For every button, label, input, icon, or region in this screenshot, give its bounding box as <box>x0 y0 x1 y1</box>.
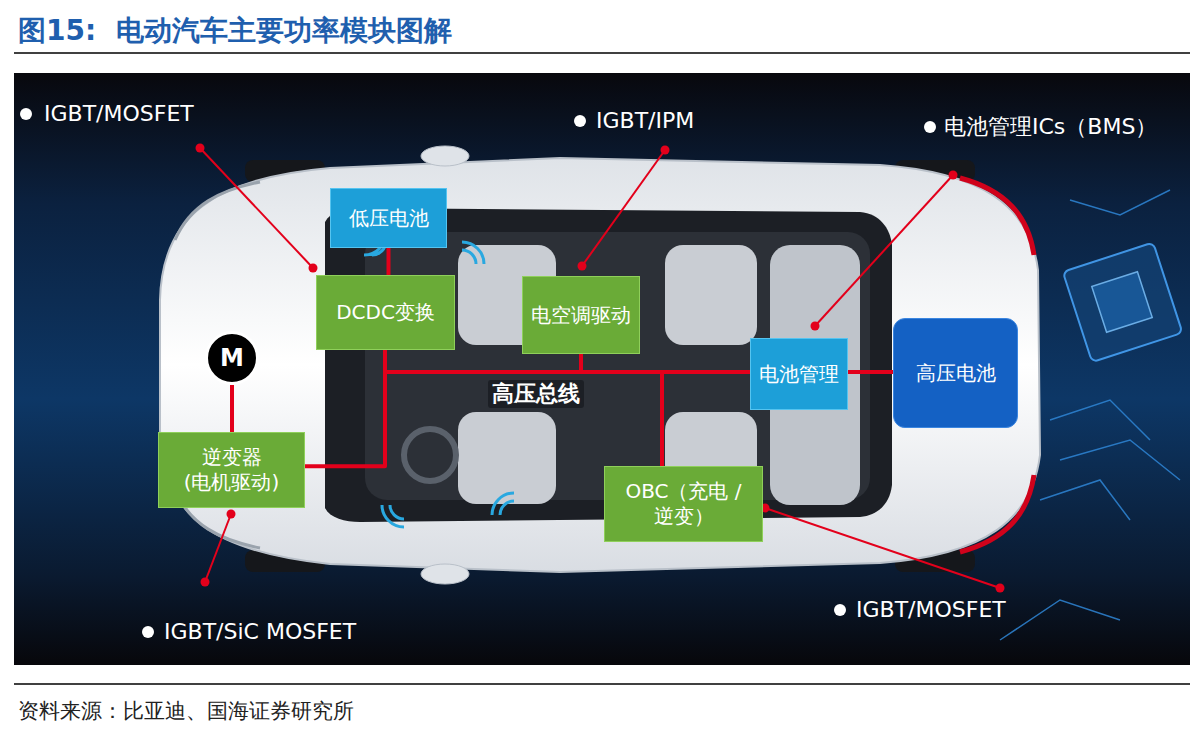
leader-dot <box>949 171 958 180</box>
part-label: IGBT/SiC MOSFET <box>164 619 356 645</box>
node-text: 电池管理 <box>759 362 839 387</box>
node-text: DCDC变换 <box>336 300 435 325</box>
leader-line <box>200 148 313 268</box>
leader-line <box>205 514 231 582</box>
module-box: OBC（充电 /逆变） <box>604 466 763 542</box>
figure-title: 图15: 电动汽车主要功率模块图解 <box>18 12 452 50</box>
tail-light <box>960 475 1034 552</box>
seat <box>458 412 556 504</box>
chip-core <box>1092 272 1152 332</box>
tail-light <box>960 178 1034 255</box>
battery-box: 高压电池 <box>893 318 1018 428</box>
battery-box: 低压电池 <box>330 188 447 248</box>
seat <box>665 245 757 345</box>
bullet <box>20 108 32 120</box>
node-text: 逆变器 (电机驱动) <box>159 445 304 495</box>
steering-wheel <box>404 429 456 481</box>
source-caption: 资料来源：比亚迪、国海证券研究所 <box>18 697 354 725</box>
sound-wave <box>462 242 484 264</box>
leader-lines <box>200 148 1000 588</box>
node-text: 低压电池 <box>349 206 429 231</box>
chip-body <box>1063 242 1183 362</box>
bus-wire <box>230 385 234 432</box>
image-ground <box>14 73 1190 665</box>
bus-wire <box>662 372 750 466</box>
car-body <box>160 158 1040 572</box>
node-text: 高压电池 <box>916 361 996 386</box>
leader-line <box>582 150 665 266</box>
leader-dot <box>201 578 210 587</box>
title-rule <box>14 52 1190 54</box>
module-box: 逆变器 (电机驱动) <box>158 432 305 508</box>
bullet <box>142 626 154 638</box>
leader-line <box>765 508 1000 588</box>
leader-dot <box>811 322 820 331</box>
bus-wire <box>387 248 391 275</box>
bms-box: 电池管理 <box>750 338 848 410</box>
leader-dot <box>196 144 205 153</box>
bus-wire <box>848 370 893 374</box>
leader-dot <box>227 510 236 519</box>
module-box: 电空调驱动 <box>522 276 640 354</box>
bullet <box>834 604 846 616</box>
part-label: IGBT/MOSFET <box>856 597 1006 623</box>
headlight <box>175 182 260 240</box>
leader-dot <box>996 584 1005 593</box>
leader-dot <box>578 262 587 271</box>
label-bullets <box>20 108 936 638</box>
bullet <box>924 121 936 133</box>
part-label: 电池管理ICs（BMS） <box>944 114 1157 140</box>
sound-wave <box>382 505 404 527</box>
bus-wire <box>305 372 750 466</box>
bus-wire <box>581 354 750 372</box>
leader-dots <box>196 144 1005 593</box>
part-label: IGBT/IPM <box>596 108 694 134</box>
bus-label: 高压总线 <box>488 380 584 408</box>
motor-circle: M <box>205 331 259 385</box>
part-label: IGBT/MOSFET <box>44 101 194 127</box>
node-text: M <box>220 346 244 371</box>
mirror <box>421 146 469 166</box>
mirror <box>421 564 469 584</box>
bullet <box>574 115 586 127</box>
sound-wave <box>492 493 514 515</box>
module-box: DCDC变换 <box>316 275 455 350</box>
leader-dot <box>661 146 670 155</box>
node-text: 电空调驱动 <box>531 303 631 328</box>
leader-dot <box>309 264 318 273</box>
caption-rule <box>14 683 1190 685</box>
node-text: OBC（充电 /逆变） <box>605 479 762 529</box>
leader-line <box>815 175 953 326</box>
